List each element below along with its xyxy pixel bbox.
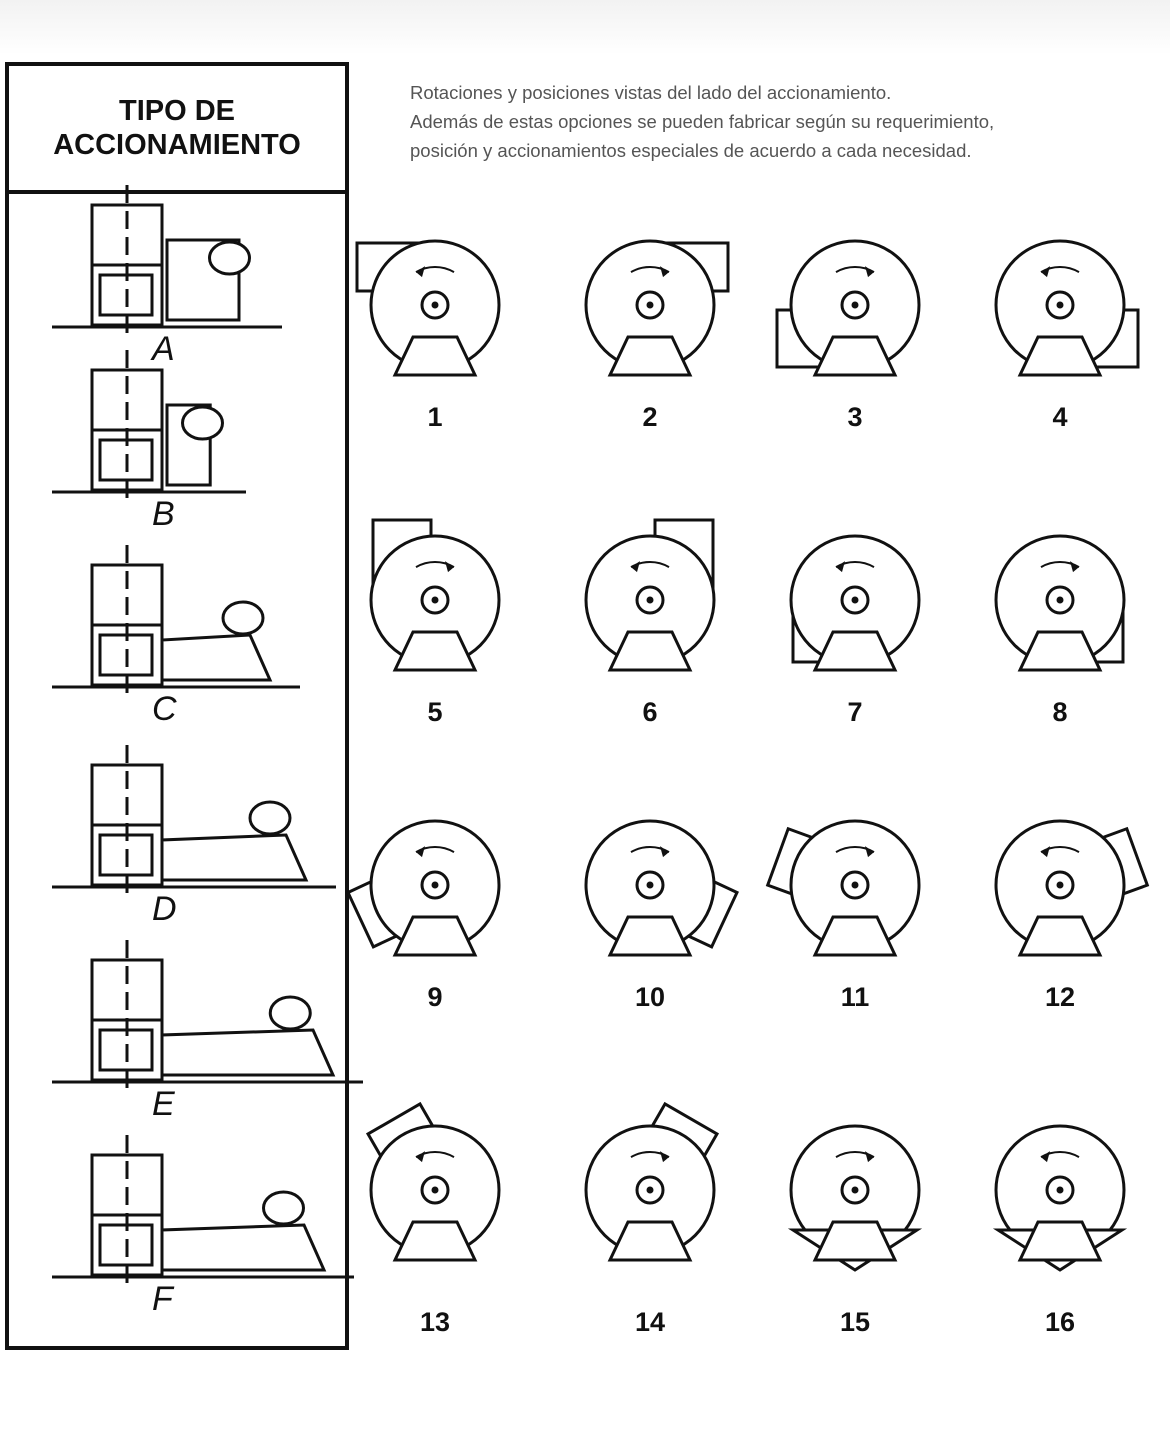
drive-d-drawing: D	[52, 745, 336, 928]
fan-position-3	[775, 239, 921, 377]
fan-position-16	[992, 1124, 1128, 1272]
fan-base	[607, 335, 693, 377]
position-number: 15	[839, 1307, 871, 1337]
drive-type-header: TIPO DE ACCIONAMIENTO	[9, 66, 345, 194]
drive-label: B	[152, 495, 175, 533]
drive-f-drawing: F	[52, 1135, 354, 1318]
drive-b-drawing: B	[52, 350, 246, 533]
drive-type-column: TIPO DE ACCIONAMIENTO	[5, 62, 349, 1350]
position-number: 16	[1044, 1307, 1076, 1337]
fan-base	[1017, 915, 1103, 957]
intro-text: Rotaciones y posiciones vistas del lado …	[410, 78, 1130, 165]
fan-base	[392, 915, 478, 957]
drive-e-drawing: E	[52, 940, 363, 1123]
header-line-2: ACCIONAMIENTO	[53, 129, 301, 161]
fan-position-12	[994, 819, 1150, 957]
fan-base	[812, 630, 898, 672]
position-number: 10	[634, 982, 666, 1012]
drive-label: A	[150, 330, 175, 368]
fan-base	[392, 630, 478, 672]
fan-base	[607, 630, 693, 672]
position-number: 1	[427, 402, 443, 432]
fan-base	[607, 1220, 693, 1262]
position-number: 4	[1052, 402, 1068, 432]
fan-base	[812, 915, 898, 957]
fan-base	[812, 335, 898, 377]
fan-position-14	[584, 1101, 720, 1262]
position-number: 13	[419, 1307, 451, 1337]
position-number: 6	[642, 697, 658, 727]
intro-line-2: Además de estas opciones se pueden fabri…	[410, 111, 995, 132]
drive-label: D	[152, 890, 177, 928]
position-number: 2	[642, 402, 658, 432]
fan-base	[392, 335, 478, 377]
fan-position-10	[584, 819, 739, 957]
position-number: 7	[847, 697, 863, 727]
position-number: 11	[840, 982, 870, 1012]
fan-position-1	[355, 239, 501, 377]
fan-base	[1017, 1220, 1103, 1262]
fan-base	[1017, 335, 1103, 377]
fan-base	[607, 915, 693, 957]
position-number: 9	[427, 982, 443, 1012]
drive-c-drawing: C	[52, 545, 300, 728]
position-number: 12	[1044, 982, 1076, 1012]
fan-position-4	[994, 239, 1140, 377]
drive-a-drawing: A	[52, 185, 282, 368]
fan-position-9	[346, 819, 501, 957]
fan-position-7	[789, 534, 921, 672]
intro-line-1: Rotaciones y posiciones vistas del lado …	[410, 82, 892, 103]
drive-label: E	[152, 1085, 175, 1123]
fan-position-2	[584, 239, 730, 377]
position-number: 8	[1052, 697, 1068, 727]
fan-position-6	[584, 518, 716, 672]
fan-position-15	[787, 1124, 923, 1272]
top-band	[0, 0, 1170, 55]
fan-base	[392, 1220, 478, 1262]
fan-position-11	[765, 819, 921, 957]
position-number: 3	[847, 402, 863, 432]
fan-position-5	[369, 518, 501, 672]
intro-line-3: posición y accionamientos especiales de …	[410, 140, 972, 161]
fan-base	[812, 1220, 898, 1262]
fan-position-8	[994, 534, 1126, 672]
position-number: 5	[427, 697, 443, 727]
drive-label: C	[152, 690, 177, 728]
position-number: 14	[634, 1307, 666, 1337]
drive-label: F	[152, 1280, 175, 1318]
header-line-1: TIPO DE	[118, 95, 235, 127]
fan-position-13	[365, 1101, 501, 1262]
fan-base	[1017, 630, 1103, 672]
